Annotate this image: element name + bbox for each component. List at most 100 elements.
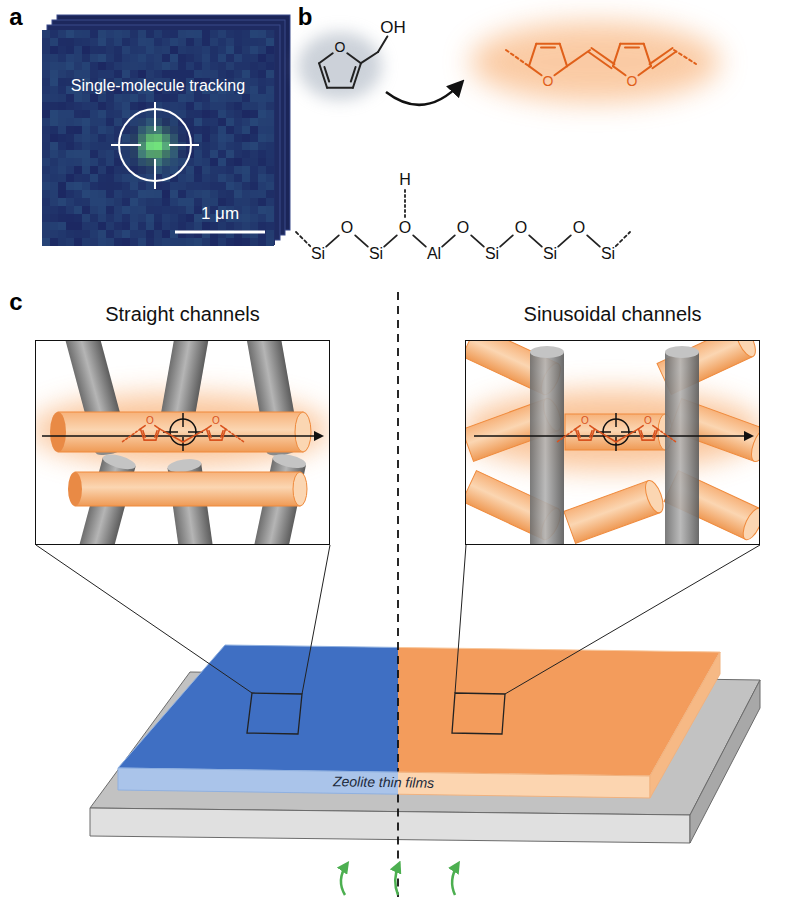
fluorescence-pixel (66, 54, 74, 62)
fluorescence-pixel (130, 126, 138, 134)
fluorescence-pixel (42, 158, 50, 166)
chemical-bond (650, 48, 673, 64)
fluorescence-pixel (250, 206, 258, 214)
fluorescence-pixel (162, 182, 170, 190)
fluorescence-pixel (234, 158, 242, 166)
fluorescence-pixel (210, 222, 218, 230)
fluorescence-pixel (250, 46, 258, 54)
fluorescence-pixel (114, 166, 122, 174)
fluorescence-pixel (242, 102, 250, 110)
fluorescence-pixel (170, 198, 178, 206)
fluorescence-pixel (146, 150, 154, 158)
atom-label: O (573, 220, 585, 236)
fluorescence-pixel (186, 94, 194, 102)
fluorescence-pixel (106, 182, 114, 190)
fluorescence-pixel (42, 182, 50, 190)
fluorescence-pixel (90, 166, 98, 174)
fluorescence-pixel (170, 62, 178, 70)
chemical-bond (591, 48, 614, 64)
atom-label: O (644, 416, 652, 426)
fluorescence-pixel (42, 142, 50, 150)
chemical-bond (613, 66, 626, 75)
fluorescence-pixel (162, 222, 170, 230)
fluorescence-pixel (226, 238, 234, 246)
fluorescence-pixel (218, 54, 226, 62)
fluorescence-pixel (122, 182, 130, 190)
fluorescence-pixel (130, 62, 138, 70)
fluorescence-pixel (146, 46, 154, 54)
fluorescence-pixel (226, 174, 234, 182)
fluorescence-pixel (170, 54, 178, 62)
fluorescence-pixel (162, 198, 170, 206)
zoom-square (452, 693, 505, 734)
fluorescence-pixel (162, 238, 170, 246)
tracking-crosshair (615, 413, 617, 427)
fluorescence-pixel (114, 102, 122, 110)
chemical-bond (442, 235, 455, 246)
fluorescence-pixel (266, 46, 274, 54)
fluorescence-pixel (250, 70, 258, 78)
fluorescence-pixel (202, 110, 210, 118)
fluorescence-pixel (130, 206, 138, 214)
fluorescence-pixel (42, 174, 50, 182)
fluorescence-pixel (74, 222, 82, 230)
fluorescence-pixel (66, 38, 74, 46)
fluorescence-pixel (138, 230, 146, 238)
atom-label: Si (311, 246, 325, 262)
fluorescence-pixel (218, 46, 226, 54)
fluorescence-pixel (82, 182, 90, 190)
fluorescence-pixel (210, 182, 218, 190)
fluorescence-pixel (122, 30, 130, 38)
fluorescence-pixel (218, 110, 226, 118)
fluorescence-pixel (106, 166, 114, 174)
fluorescence-pixel (50, 222, 58, 230)
chemical-bond (536, 43, 560, 45)
fluorescence-pixel (250, 150, 258, 158)
fluorescence-pixel (266, 126, 274, 134)
chemical-bond (590, 431, 592, 438)
zeolite-film-sinusoidal (650, 652, 720, 798)
fluorescence-pixel (210, 166, 218, 174)
fluorescence-pixel (162, 38, 170, 46)
fluorescence-pixel (122, 102, 130, 110)
fluorescence-pixel (122, 174, 130, 182)
fluorescence-pixel (266, 182, 274, 190)
fluorescence-pixel (202, 126, 210, 134)
fluorescence-pixel (138, 46, 146, 54)
fluorescence-pixel (178, 126, 186, 134)
fluorescence-pixel (114, 174, 122, 182)
fluorescence-pixel (194, 70, 202, 78)
fluorescence-pixel (226, 182, 234, 190)
zeolite-film-straight (118, 768, 398, 798)
tracking-crosshair (163, 413, 203, 451)
fluorescence-pixel (122, 222, 130, 230)
fluorescence-pixel (234, 174, 242, 182)
image-frame-stack (47, 25, 280, 240)
fluorescence-pixel (66, 182, 74, 190)
fluorescence-pixel (66, 62, 74, 70)
fluorescence-pixel (154, 198, 162, 206)
fluorescence-pixel (178, 94, 186, 102)
fluorescence-pixel (74, 142, 82, 150)
atom-label: Al (427, 246, 441, 262)
fluorescence-pixel (242, 214, 250, 222)
excitation-arrow (341, 864, 347, 895)
fluorescence-pixel (186, 174, 194, 182)
chemical-bond (210, 439, 222, 441)
fluorescence-pixel (250, 214, 258, 222)
fluorescence-pixel (186, 54, 194, 62)
fluorescence-pixel (90, 206, 98, 214)
fluorescence-pixel (186, 222, 194, 230)
fluorescence-pixel (194, 134, 202, 142)
fluorescence-pixel (66, 30, 74, 38)
fluorescence-pixel (250, 38, 258, 46)
fluorescence-pixel (138, 94, 146, 102)
fluorescence-pixel (130, 30, 138, 38)
fluorescence-pixel (42, 118, 50, 126)
sinusoidal-channel-drawing (530, 352, 564, 544)
fluorescence-pixel (242, 206, 250, 214)
chemical-bond (143, 431, 145, 438)
fluorescence-pixel (250, 134, 258, 142)
fluorescence-pixel (210, 102, 218, 110)
